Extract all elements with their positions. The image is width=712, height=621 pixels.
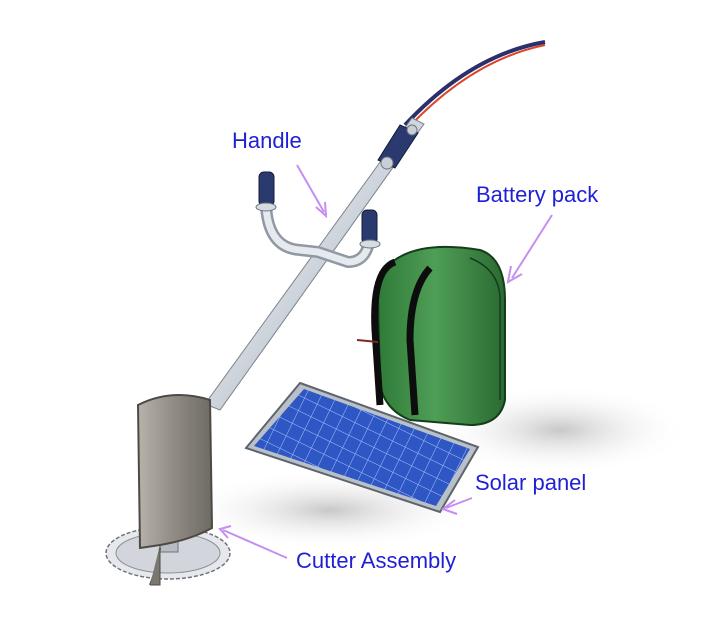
leader-arrow-cutter-assembly xyxy=(218,525,288,559)
label-cutter-assembly: Cutter Assembly xyxy=(296,548,457,573)
battery-strap xyxy=(406,265,433,416)
power-cable xyxy=(403,40,546,127)
leader-arrow-handle xyxy=(296,164,328,219)
solar-panel-cells xyxy=(254,389,470,506)
label-solar-panel: Solar panel xyxy=(475,470,587,495)
cutter-shield xyxy=(136,394,214,550)
battery-pack-body xyxy=(376,245,506,427)
power-cable xyxy=(407,44,546,129)
left-grip xyxy=(258,171,275,207)
main-shaft xyxy=(204,117,425,411)
label-battery-pack: Battery pack xyxy=(476,182,599,207)
leader-arrow-solar-panel xyxy=(440,497,473,515)
battery-strap xyxy=(371,258,397,406)
right-grip xyxy=(361,209,378,245)
label-handle: Handle xyxy=(232,128,302,153)
leader-arrow-battery-pack xyxy=(506,214,553,284)
